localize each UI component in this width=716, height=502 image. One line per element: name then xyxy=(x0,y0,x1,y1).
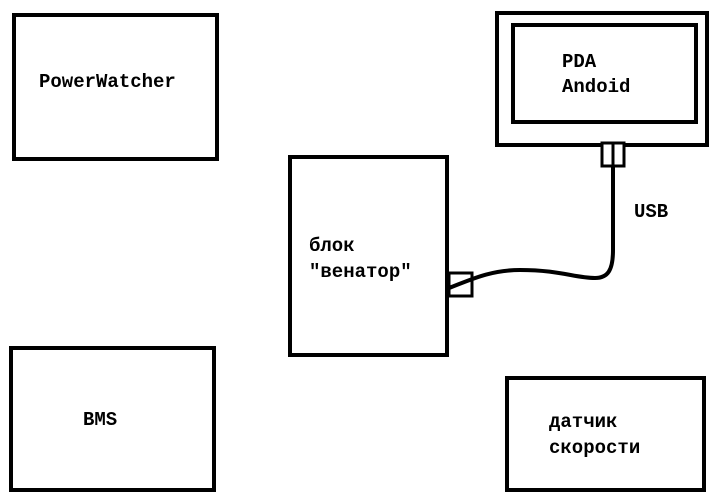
bms-label: BMS xyxy=(83,409,118,431)
pda-screen-box xyxy=(511,23,698,124)
venator-label-line1: блок xyxy=(309,235,355,257)
usb-label: USB xyxy=(634,201,669,223)
pda-label-line2: Andoid xyxy=(562,76,631,98)
speed-sensor-label-line2: скорости xyxy=(549,437,641,459)
bms-box xyxy=(9,346,216,492)
pda-label-line1: PDA xyxy=(562,51,597,73)
speed-sensor-box xyxy=(505,376,706,492)
powerwatcher-box xyxy=(12,13,219,161)
venator-label-line2: "венатор" xyxy=(309,261,412,283)
usb-cable xyxy=(448,166,615,290)
powerwatcher-label: PowerWatcher xyxy=(39,71,176,93)
speed-sensor-label-line1: датчик xyxy=(549,411,618,433)
usb-connector-pda xyxy=(600,141,626,168)
venator-box xyxy=(288,155,449,357)
